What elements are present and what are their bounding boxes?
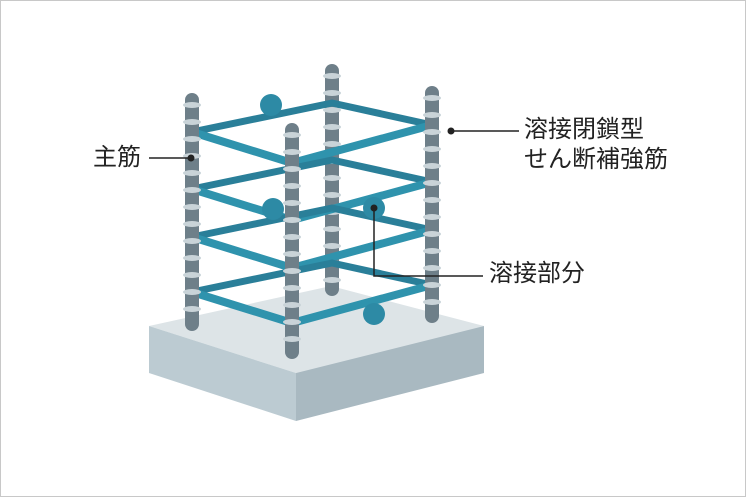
- main-rebar-front-rib: [283, 200, 301, 206]
- main-rebar-front-rib: [283, 183, 301, 189]
- footing-front: [149, 326, 296, 421]
- hoop-back-edge: [191, 259, 433, 296]
- main-rebar-right-rib: [423, 129, 441, 135]
- hoops: [190, 99, 434, 327]
- main-rebar-back-rib: [323, 124, 341, 130]
- main-rebar-front-rib: [283, 149, 301, 155]
- label-welded-closed-hoop: 溶接閉鎖型 せん断補強筋: [524, 114, 668, 174]
- main-rebar-front-rib: [283, 234, 301, 240]
- main-rebar-left-rib: [183, 170, 201, 176]
- main-rebar-back-rib: [323, 277, 341, 283]
- main-rebar-back-rib: [323, 73, 341, 79]
- footing-side: [296, 326, 484, 421]
- hoop-level-1: [190, 99, 434, 167]
- main-rebar-right-rib: [423, 163, 441, 169]
- main-rebar-front-rib: [283, 319, 301, 325]
- main-rebar-front-shaft: [285, 123, 299, 359]
- main-rebar-right-rib: [423, 282, 441, 288]
- main-rebar-left-rib: [183, 204, 201, 210]
- weld-joint-2: [262, 198, 284, 220]
- weld-joint-1: [260, 94, 282, 116]
- main-rebar-left-rib: [183, 255, 201, 261]
- leader-main-rebar-dot: [187, 154, 195, 162]
- main-rebar-right-rib: [423, 299, 441, 305]
- main-rebar-left: [183, 93, 201, 331]
- label-welded-hoop-line1: 溶接閉鎖型: [524, 115, 644, 143]
- main-rebar-left-rib: [183, 102, 201, 108]
- main-rebar-front-rib: [283, 166, 301, 172]
- main-rebar-right-rib: [423, 112, 441, 118]
- main-rebar-back-rib: [323, 90, 341, 96]
- main-rebar-left-rib: [183, 306, 201, 312]
- main-rebar-front-rib: [283, 217, 301, 223]
- main-rebar-left-shaft: [185, 93, 199, 331]
- main-rebar-front: [283, 123, 301, 359]
- hoop-front-edge: [190, 121, 434, 167]
- hoop-front-edge: [190, 226, 434, 272]
- weld-joint-4: [363, 303, 385, 325]
- main-rebar-left-rib: [183, 136, 201, 142]
- main-rebar-front-rib: [283, 285, 301, 291]
- leader-weld: [373, 208, 483, 277]
- main-rebar-left-rib: [183, 119, 201, 125]
- main-rebar-right-rib: [423, 231, 441, 237]
- main-rebar-front-rib: [283, 302, 301, 308]
- hoop-back-edge: [191, 99, 433, 136]
- main-rebar-front-rib: [283, 251, 301, 257]
- main-rebar-right-rib: [423, 248, 441, 254]
- main-rebar-right: [423, 86, 441, 323]
- label-main-rebar: 主筋: [93, 143, 141, 171]
- leader-hoop-dot: [447, 127, 455, 135]
- main-rebar-right-rib: [423, 214, 441, 220]
- main-rebar-right-shaft: [425, 86, 439, 323]
- label-welded-hoop-line2: せん断補強筋: [524, 145, 668, 173]
- main-rebar-left-rib: [183, 187, 201, 193]
- main-rebar-back-rib: [323, 226, 341, 232]
- label-weld-part: 溶接部分: [489, 259, 585, 287]
- main-rebar-front-rib: [283, 268, 301, 274]
- main-rebar-back-rib: [323, 107, 341, 113]
- front-rebars: [183, 86, 441, 359]
- main-rebar-back-rib: [323, 141, 341, 147]
- main-rebar-front-rib: [283, 132, 301, 138]
- leader-weld-dot: [370, 204, 378, 212]
- main-rebar-right-rib: [423, 180, 441, 186]
- hoop-back-edge: [191, 156, 433, 193]
- leader-lines: [149, 127, 519, 277]
- main-rebar-left-rib: [183, 238, 201, 244]
- hoop-back-edge: [191, 204, 433, 241]
- main-rebar-right-rib: [423, 265, 441, 271]
- main-rebar-right-rib: [423, 95, 441, 101]
- main-rebar-back-rib: [323, 192, 341, 198]
- main-rebar-right-rib: [423, 146, 441, 152]
- main-rebar-front-rib: [283, 336, 301, 342]
- main-rebar-left-rib: [183, 289, 201, 295]
- main-rebar-left-rib: [183, 272, 201, 278]
- main-rebar-back-rib: [323, 175, 341, 181]
- main-rebar-back-rib: [323, 243, 341, 249]
- main-rebar-right-rib: [423, 197, 441, 203]
- main-rebar-left-rib: [183, 221, 201, 227]
